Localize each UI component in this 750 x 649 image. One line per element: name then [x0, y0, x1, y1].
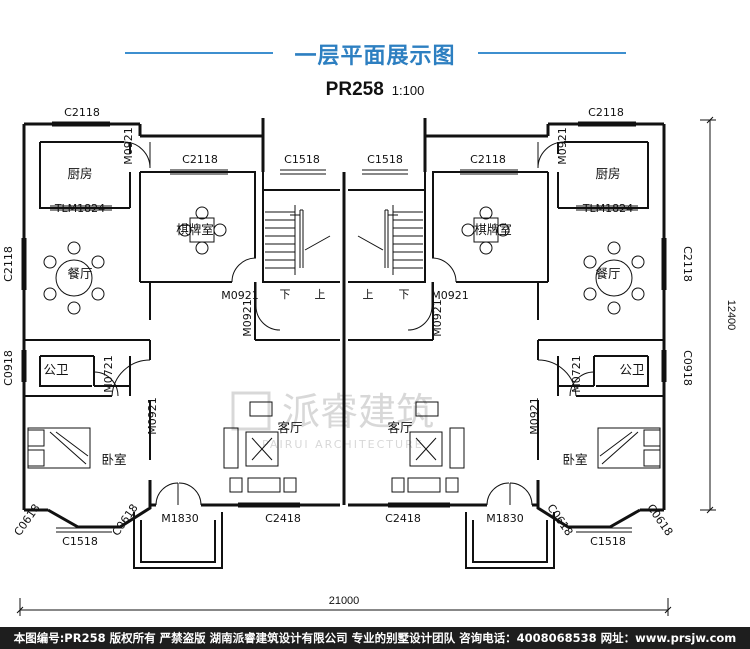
bathroom-label-right: 公卫 — [619, 362, 644, 377]
stair-down-right: 下 — [399, 288, 410, 301]
unit-right — [346, 116, 668, 570]
m0921-kitchen-right: M0921 — [556, 127, 569, 165]
c1518-stair-left: C1518 — [284, 153, 320, 166]
m1830-right: M1830 — [486, 512, 524, 525]
watermark: 派睿建筑 PAIRUI ARCHITECTURE — [231, 390, 434, 451]
c0618-inner-right: C0618 — [544, 502, 575, 539]
c1518-bedroom-left: C1518 — [62, 535, 98, 548]
c2418-right: C2418 — [385, 512, 421, 525]
mahjong-label-right: 棋牌室 — [474, 222, 512, 237]
m0921-mahjong-right: M0921 — [431, 289, 469, 302]
dining-label-right: 餐厅 — [595, 266, 620, 281]
c0918-left: C0918 — [2, 350, 15, 386]
plan-subtitle: PR258 1:100 — [0, 79, 750, 101]
unit-left — [20, 116, 342, 570]
title-rule-left — [125, 52, 273, 54]
c0618-inner-left: C0618 — [110, 502, 141, 539]
tlm1824-right: TLM1824 — [582, 202, 633, 215]
c2118-top-left: C2118 — [64, 106, 100, 119]
watermark-name: 派睿建筑 — [282, 390, 434, 434]
plan-scale: 1:100 — [391, 83, 425, 98]
c2118-dining-right: C2118 — [681, 246, 694, 282]
living-label-right: 客厅 — [387, 420, 412, 435]
opening-labels: C2118 C2118 C2118 C2118 C1518 C1518 TLM1… — [2, 106, 694, 548]
stair-up-right: 上 — [363, 288, 374, 301]
tlm1824-left: TLM1824 — [54, 202, 105, 215]
m0921-stair-right: M0921 — [431, 299, 444, 337]
dim-depth: 12400 — [725, 300, 737, 331]
kitchen-label-left: 厨房 — [67, 166, 92, 181]
mahjong-label-left: 棋牌室 — [176, 222, 214, 237]
m0921-bedroom-right: M0921 — [528, 397, 541, 435]
m0721-right: M0721 — [570, 355, 583, 393]
m0721-left: M0721 — [102, 355, 115, 393]
kitchen-label-right: 厨房 — [595, 166, 620, 181]
m0921-kitchen-left: M0921 — [122, 127, 135, 165]
m0921-stair-left: M0921 — [241, 299, 254, 337]
m0921-mahjong-left: M0921 — [221, 289, 259, 302]
stair-up-left: 上 — [315, 288, 326, 301]
living-label-left: 客厅 — [277, 420, 302, 435]
bedroom-label-right: 卧室 — [562, 452, 587, 467]
c2118-mahjong-right: C2118 — [470, 153, 506, 166]
dim-width: 21000 — [329, 595, 360, 607]
title-rule-right — [478, 52, 626, 54]
bedroom-label-left: 卧室 — [101, 452, 126, 467]
c2118-dining-left: C2118 — [2, 246, 15, 282]
dimension-lines — [16, 116, 716, 616]
m0921-bedroom-left: M0921 — [146, 397, 159, 435]
c2418-left: C2418 — [265, 512, 301, 525]
page-title: 一层平面展示图 — [294, 44, 456, 69]
watermark-sub: PAIRUI ARCHITECTURE — [262, 438, 424, 451]
m1830-left: M1830 — [161, 512, 199, 525]
c0618-outer-left: C0618 — [12, 502, 43, 539]
c0918-right: C0918 — [681, 350, 694, 386]
c1518-bedroom-right: C1518 — [590, 535, 626, 548]
bathroom-label-left: 公卫 — [43, 362, 68, 377]
c2118-mahjong-left: C2118 — [182, 153, 218, 166]
c2118-top-right: C2118 — [588, 106, 624, 119]
c1518-stair-right: C1518 — [367, 153, 403, 166]
room-labels: 厨房 厨房 棋牌室 棋牌室 餐厅 餐厅 公卫 公卫 卧室 卧室 客厅 客厅 下 … — [43, 166, 644, 467]
footer-banner: 本图编号:PR258 版权所有 严禁盗版 湖南派睿建筑设计有限公司 专业的别墅设… — [0, 627, 750, 649]
stair-down-left: 下 — [280, 288, 291, 301]
dining-label-left: 餐厅 — [67, 266, 92, 281]
c0618-outer-right: C0618 — [644, 502, 675, 539]
plan-code: PR258 — [325, 79, 384, 100]
